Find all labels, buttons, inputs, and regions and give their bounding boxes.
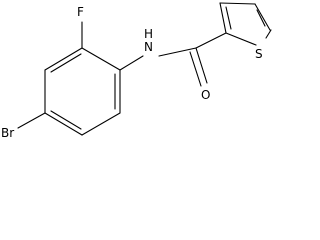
bond <box>225 32 257 46</box>
atom-hydrogen: H <box>144 27 153 41</box>
bond <box>81 47 121 71</box>
bond <box>44 47 83 71</box>
bond-c-n <box>119 55 144 71</box>
bond <box>195 32 227 49</box>
molecule-structure: F Br N H O S <box>1 2 272 140</box>
bond <box>81 112 121 136</box>
bond <box>254 3 271 31</box>
carbonyl-bond <box>189 51 202 87</box>
atom-nitrogen: N <box>144 40 153 54</box>
bond-c-br <box>17 112 46 129</box>
atom-bromine: Br <box>1 126 14 140</box>
structure-canvas: F Br N H O S <box>1 2 272 140</box>
double-bond-inner <box>50 110 82 130</box>
double-bond-inner <box>256 9 266 27</box>
bond-n-c <box>158 47 197 57</box>
carbonyl-bond <box>195 47 208 84</box>
double-bond-inner <box>225 6 232 30</box>
bond <box>44 112 83 136</box>
thiophene-ring <box>195 2 272 49</box>
atom-fluorine: F <box>77 5 84 19</box>
bond <box>265 29 272 39</box>
double-bond-inner <box>50 53 82 73</box>
atom-sulfur: S <box>255 47 263 61</box>
benzene-ring <box>44 47 121 136</box>
bond <box>219 2 227 34</box>
atom-oxygen: O <box>201 88 210 102</box>
bond <box>219 2 256 5</box>
